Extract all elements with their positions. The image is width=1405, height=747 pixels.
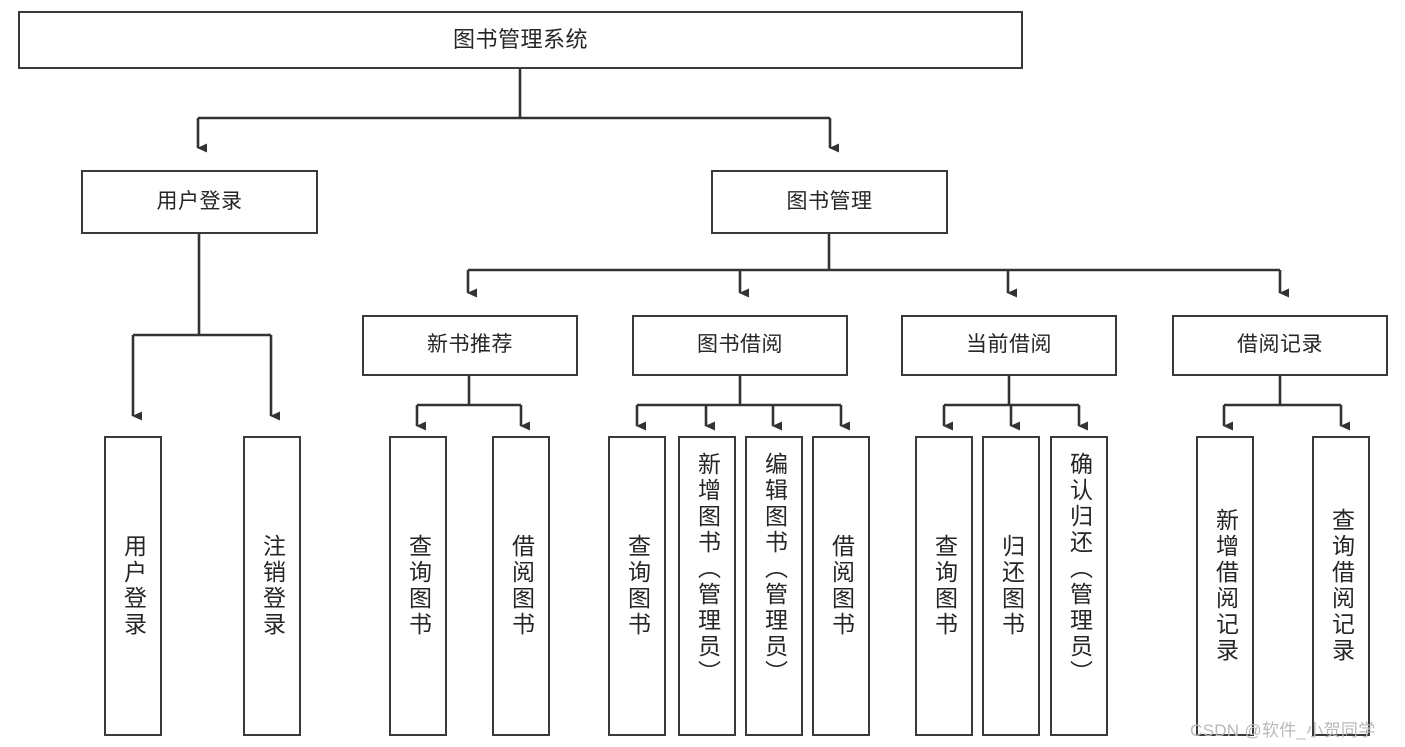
leaf-user-login-signin-label: 用户登录 <box>120 534 147 638</box>
leaf-current-confirm-return[interactable]: 确认归还（管理员） <box>1050 436 1108 736</box>
leaf-borrow-borrow-book-label: 借阅图书 <box>828 534 855 638</box>
node-new-book-recommend[interactable]: 新书推荐 <box>362 315 578 376</box>
leaf-current-return-book[interactable]: 归还图书 <box>982 436 1040 736</box>
node-current-borrow[interactable]: 当前借阅 <box>901 315 1117 376</box>
leaf-user-login-signout[interactable]: 注销登录 <box>243 436 301 736</box>
node-root-label: 图书管理系统 <box>452 27 588 53</box>
leaf-user-login-signin[interactable]: 用户登录 <box>104 436 162 736</box>
node-borrow-records[interactable]: 借阅记录 <box>1172 315 1388 376</box>
leaf-current-query-book-label: 查询图书 <box>931 534 958 638</box>
leaf-borrow-query-book-label: 查询图书 <box>624 534 651 638</box>
leaf-records-add-record[interactable]: 新增借阅记录 <box>1196 436 1254 736</box>
node-user-login-label: 用户登录 <box>156 189 243 213</box>
node-book-borrow[interactable]: 图书借阅 <box>632 315 848 376</box>
leaf-records-query-record-label: 查询借阅记录 <box>1328 508 1355 664</box>
leaf-current-return-book-label: 归还图书 <box>998 534 1025 638</box>
leaf-new-book-query[interactable]: 查询图书 <box>389 436 447 736</box>
node-user-login[interactable]: 用户登录 <box>81 170 318 234</box>
leaf-current-query-book[interactable]: 查询图书 <box>915 436 973 736</box>
node-root[interactable]: 图书管理系统 <box>18 11 1023 69</box>
node-current-borrow-label: 当前借阅 <box>966 333 1052 357</box>
leaf-borrow-add-book[interactable]: 新增图书（管理员） <box>678 436 736 736</box>
leaf-borrow-add-book-label: 新增图书（管理员） <box>694 452 721 686</box>
csdn-watermark: CSDN @软件_小贺同学 <box>1190 721 1376 740</box>
node-borrow-records-label: 借阅记录 <box>1237 333 1323 357</box>
leaf-borrow-borrow-book[interactable]: 借阅图书 <box>812 436 870 736</box>
node-book-borrow-label: 图书借阅 <box>697 333 783 357</box>
leaf-records-add-record-label: 新增借阅记录 <box>1212 508 1239 664</box>
leaf-borrow-query-book[interactable]: 查询图书 <box>608 436 666 736</box>
leaf-records-query-record[interactable]: 查询借阅记录 <box>1312 436 1370 736</box>
leaf-new-book-borrow[interactable]: 借阅图书 <box>492 436 550 736</box>
node-book-management-label: 图书管理 <box>786 189 873 213</box>
leaf-new-book-query-label: 查询图书 <box>405 534 432 638</box>
leaf-new-book-borrow-label: 借阅图书 <box>508 534 535 638</box>
node-book-management[interactable]: 图书管理 <box>711 170 948 234</box>
leaf-borrow-edit-book-label: 编辑图书（管理员） <box>761 452 788 686</box>
leaf-borrow-edit-book[interactable]: 编辑图书（管理员） <box>745 436 803 736</box>
node-new-book-recommend-label: 新书推荐 <box>427 333 513 357</box>
leaf-user-login-signout-label: 注销登录 <box>259 534 286 638</box>
leaf-current-confirm-return-label: 确认归还（管理员） <box>1066 452 1093 686</box>
